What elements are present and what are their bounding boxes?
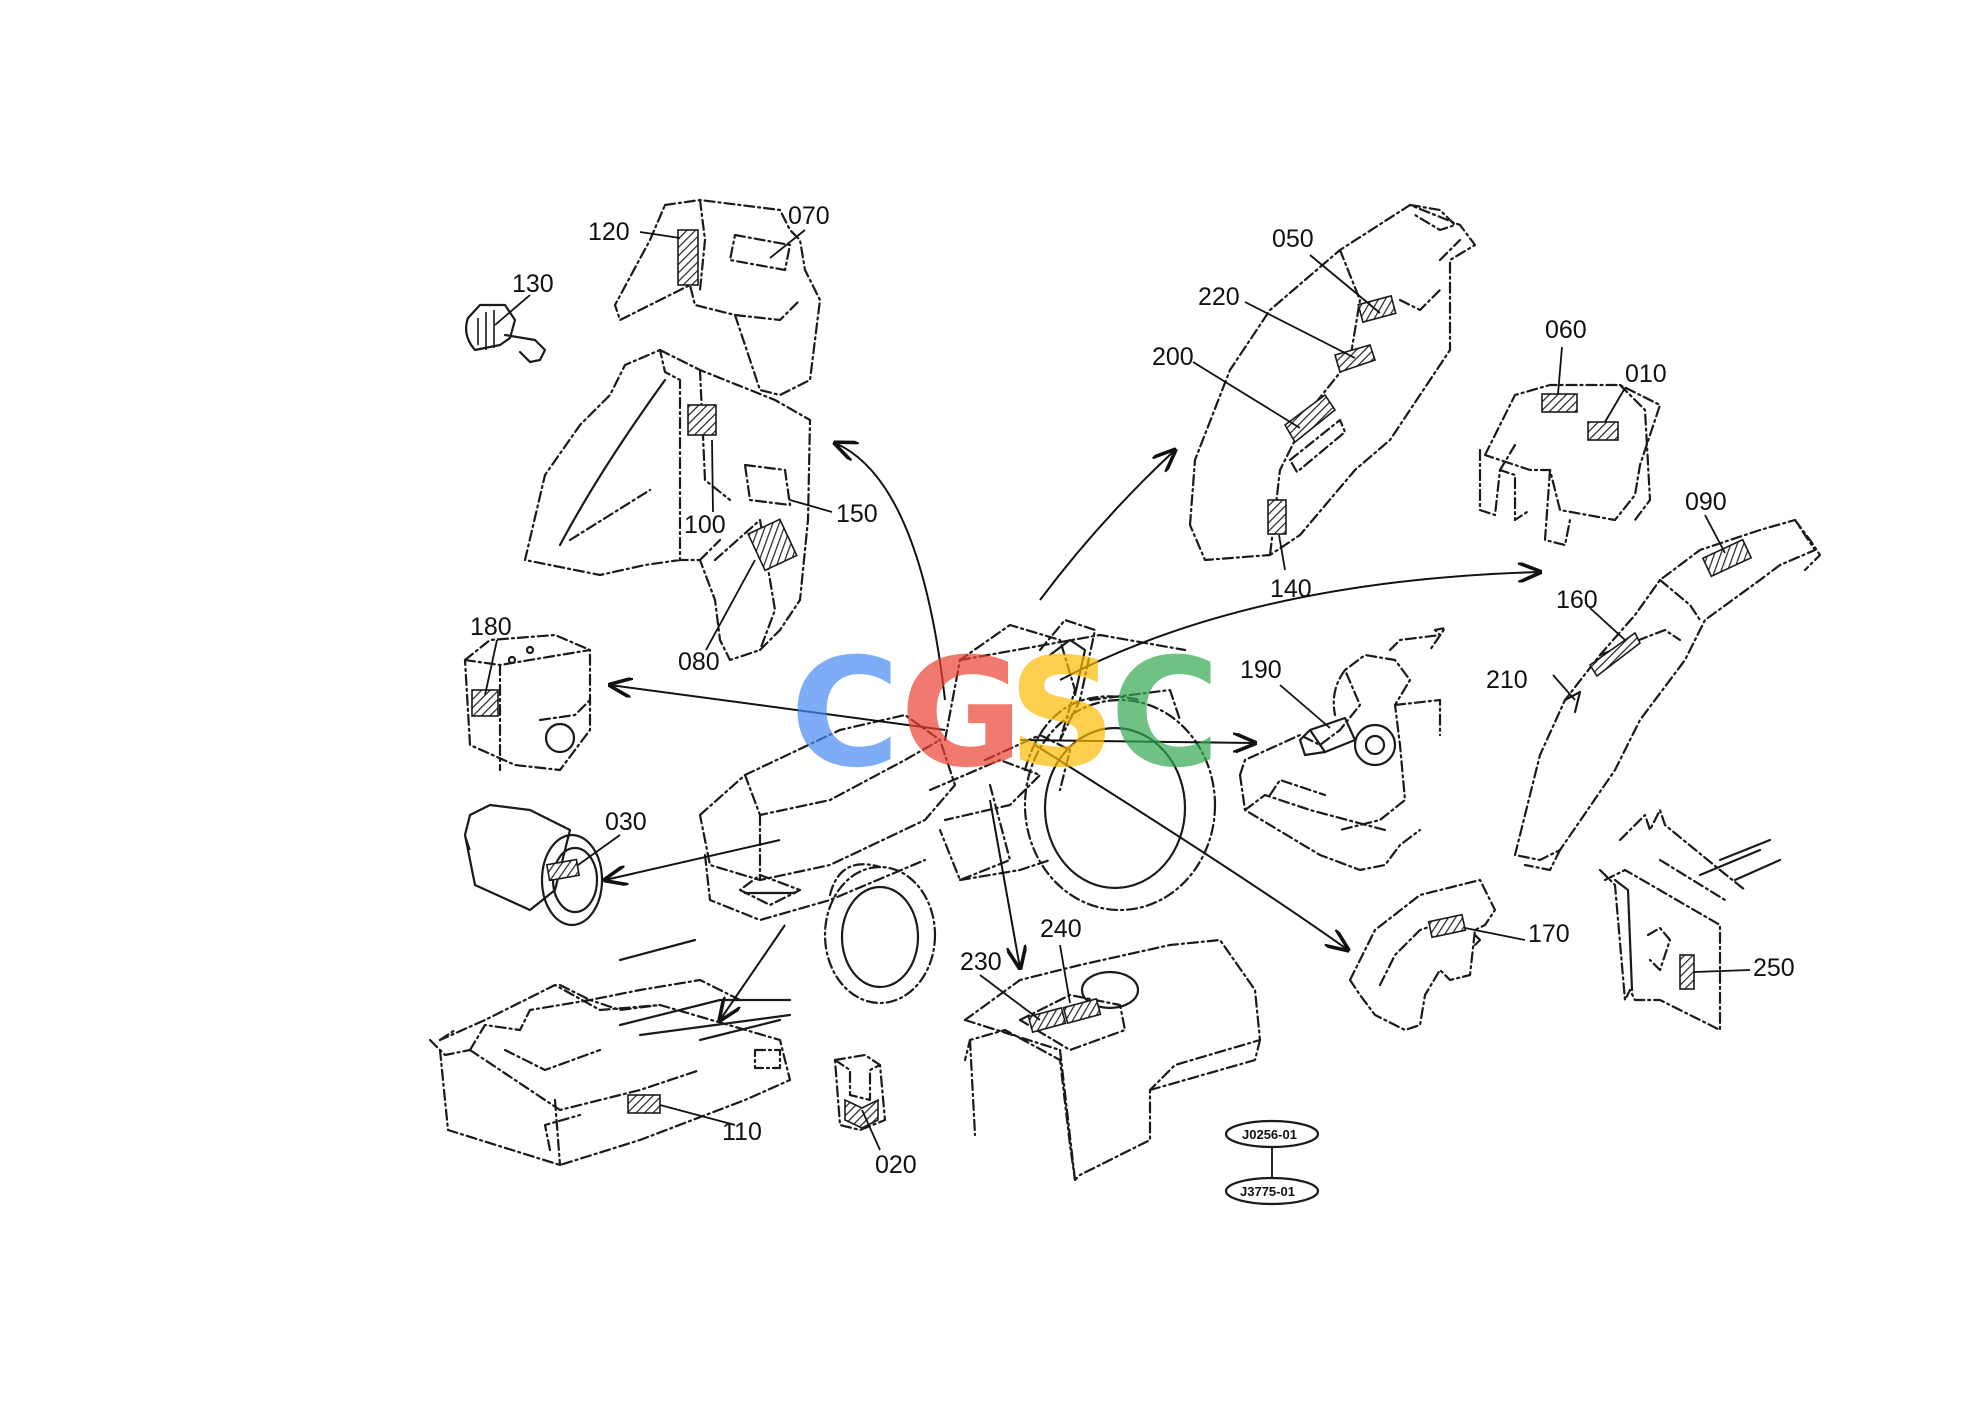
- callout-030[interactable]: 030: [605, 808, 647, 836]
- side-fender: [1513, 518, 1822, 872]
- callout-240[interactable]: 240: [1040, 915, 1082, 943]
- callout-010[interactable]: 010: [1625, 360, 1667, 388]
- callout-140[interactable]: 140: [1270, 575, 1312, 603]
- hood-cap: [1478, 383, 1662, 547]
- callout-060[interactable]: 060: [1545, 316, 1587, 344]
- tractor-body: [698, 618, 1217, 1005]
- front-panel: [523, 348, 812, 662]
- callout-090[interactable]: 080: [678, 648, 720, 676]
- watermark: C G S C: [790, 627, 1220, 801]
- callout-220[interactable]: 220: [1198, 283, 1240, 311]
- callout-labels: 120 070 130 100 150 080 050 220 200 140 …: [470, 202, 1795, 1179]
- callout-070[interactable]: 070: [788, 202, 830, 230]
- battery-cover: [463, 633, 592, 772]
- callout-080[interactable]: 090: [1685, 488, 1727, 516]
- callout-120[interactable]: 120: [588, 218, 630, 246]
- callout-190[interactable]: 190: [1240, 656, 1282, 684]
- fender-bracket: [1348, 878, 1497, 1032]
- callout-110[interactable]: 110: [722, 1118, 762, 1146]
- reference-code-top: J0256-01: [1242, 1127, 1297, 1142]
- connector-arrows: [605, 443, 1540, 1020]
- reference-code-bottom-oval: [1224, 1176, 1320, 1206]
- step-cover: [963, 938, 1262, 1182]
- callout-020[interactable]: 020: [875, 1151, 917, 1179]
- watermark-letter-c2: C: [1110, 627, 1220, 801]
- key-switch-130: [465, 303, 547, 364]
- callout-250[interactable]: 250: [1753, 954, 1795, 982]
- callout-130[interactable]: 130: [512, 270, 554, 298]
- callout-160[interactable]: 160: [1556, 586, 1598, 614]
- watermark-letter-g: G: [900, 627, 1023, 801]
- callout-100[interactable]: 100: [684, 511, 726, 539]
- callout-200[interactable]: 180: [470, 613, 512, 641]
- watermark-letter-s: S: [1008, 627, 1116, 801]
- engine-assembly: [1238, 626, 1447, 872]
- callout-150[interactable]: 150: [836, 500, 878, 528]
- callout-230[interactable]: 230: [960, 948, 1002, 976]
- callout-050[interactable]: 050: [1272, 225, 1314, 253]
- fender-cover: [1188, 203, 1477, 562]
- side-panel: [1598, 808, 1782, 1032]
- callout-180[interactable]: 200: [1152, 343, 1194, 371]
- callout-170[interactable]: 170: [1528, 920, 1570, 948]
- leader-lines: [484, 229, 1751, 1151]
- reference-codes: J0256-01 J3775-01: [1224, 1119, 1320, 1206]
- callout-210[interactable]: 210: [1486, 666, 1528, 694]
- cylinder-part: [463, 803, 604, 927]
- watermark-letter-c1: C: [790, 627, 900, 801]
- clip-part: [833, 1053, 887, 1132]
- floor-plate: [428, 938, 792, 1167]
- reference-code-bottom: J3775-01: [1240, 1184, 1295, 1199]
- dash-cover: [613, 198, 822, 397]
